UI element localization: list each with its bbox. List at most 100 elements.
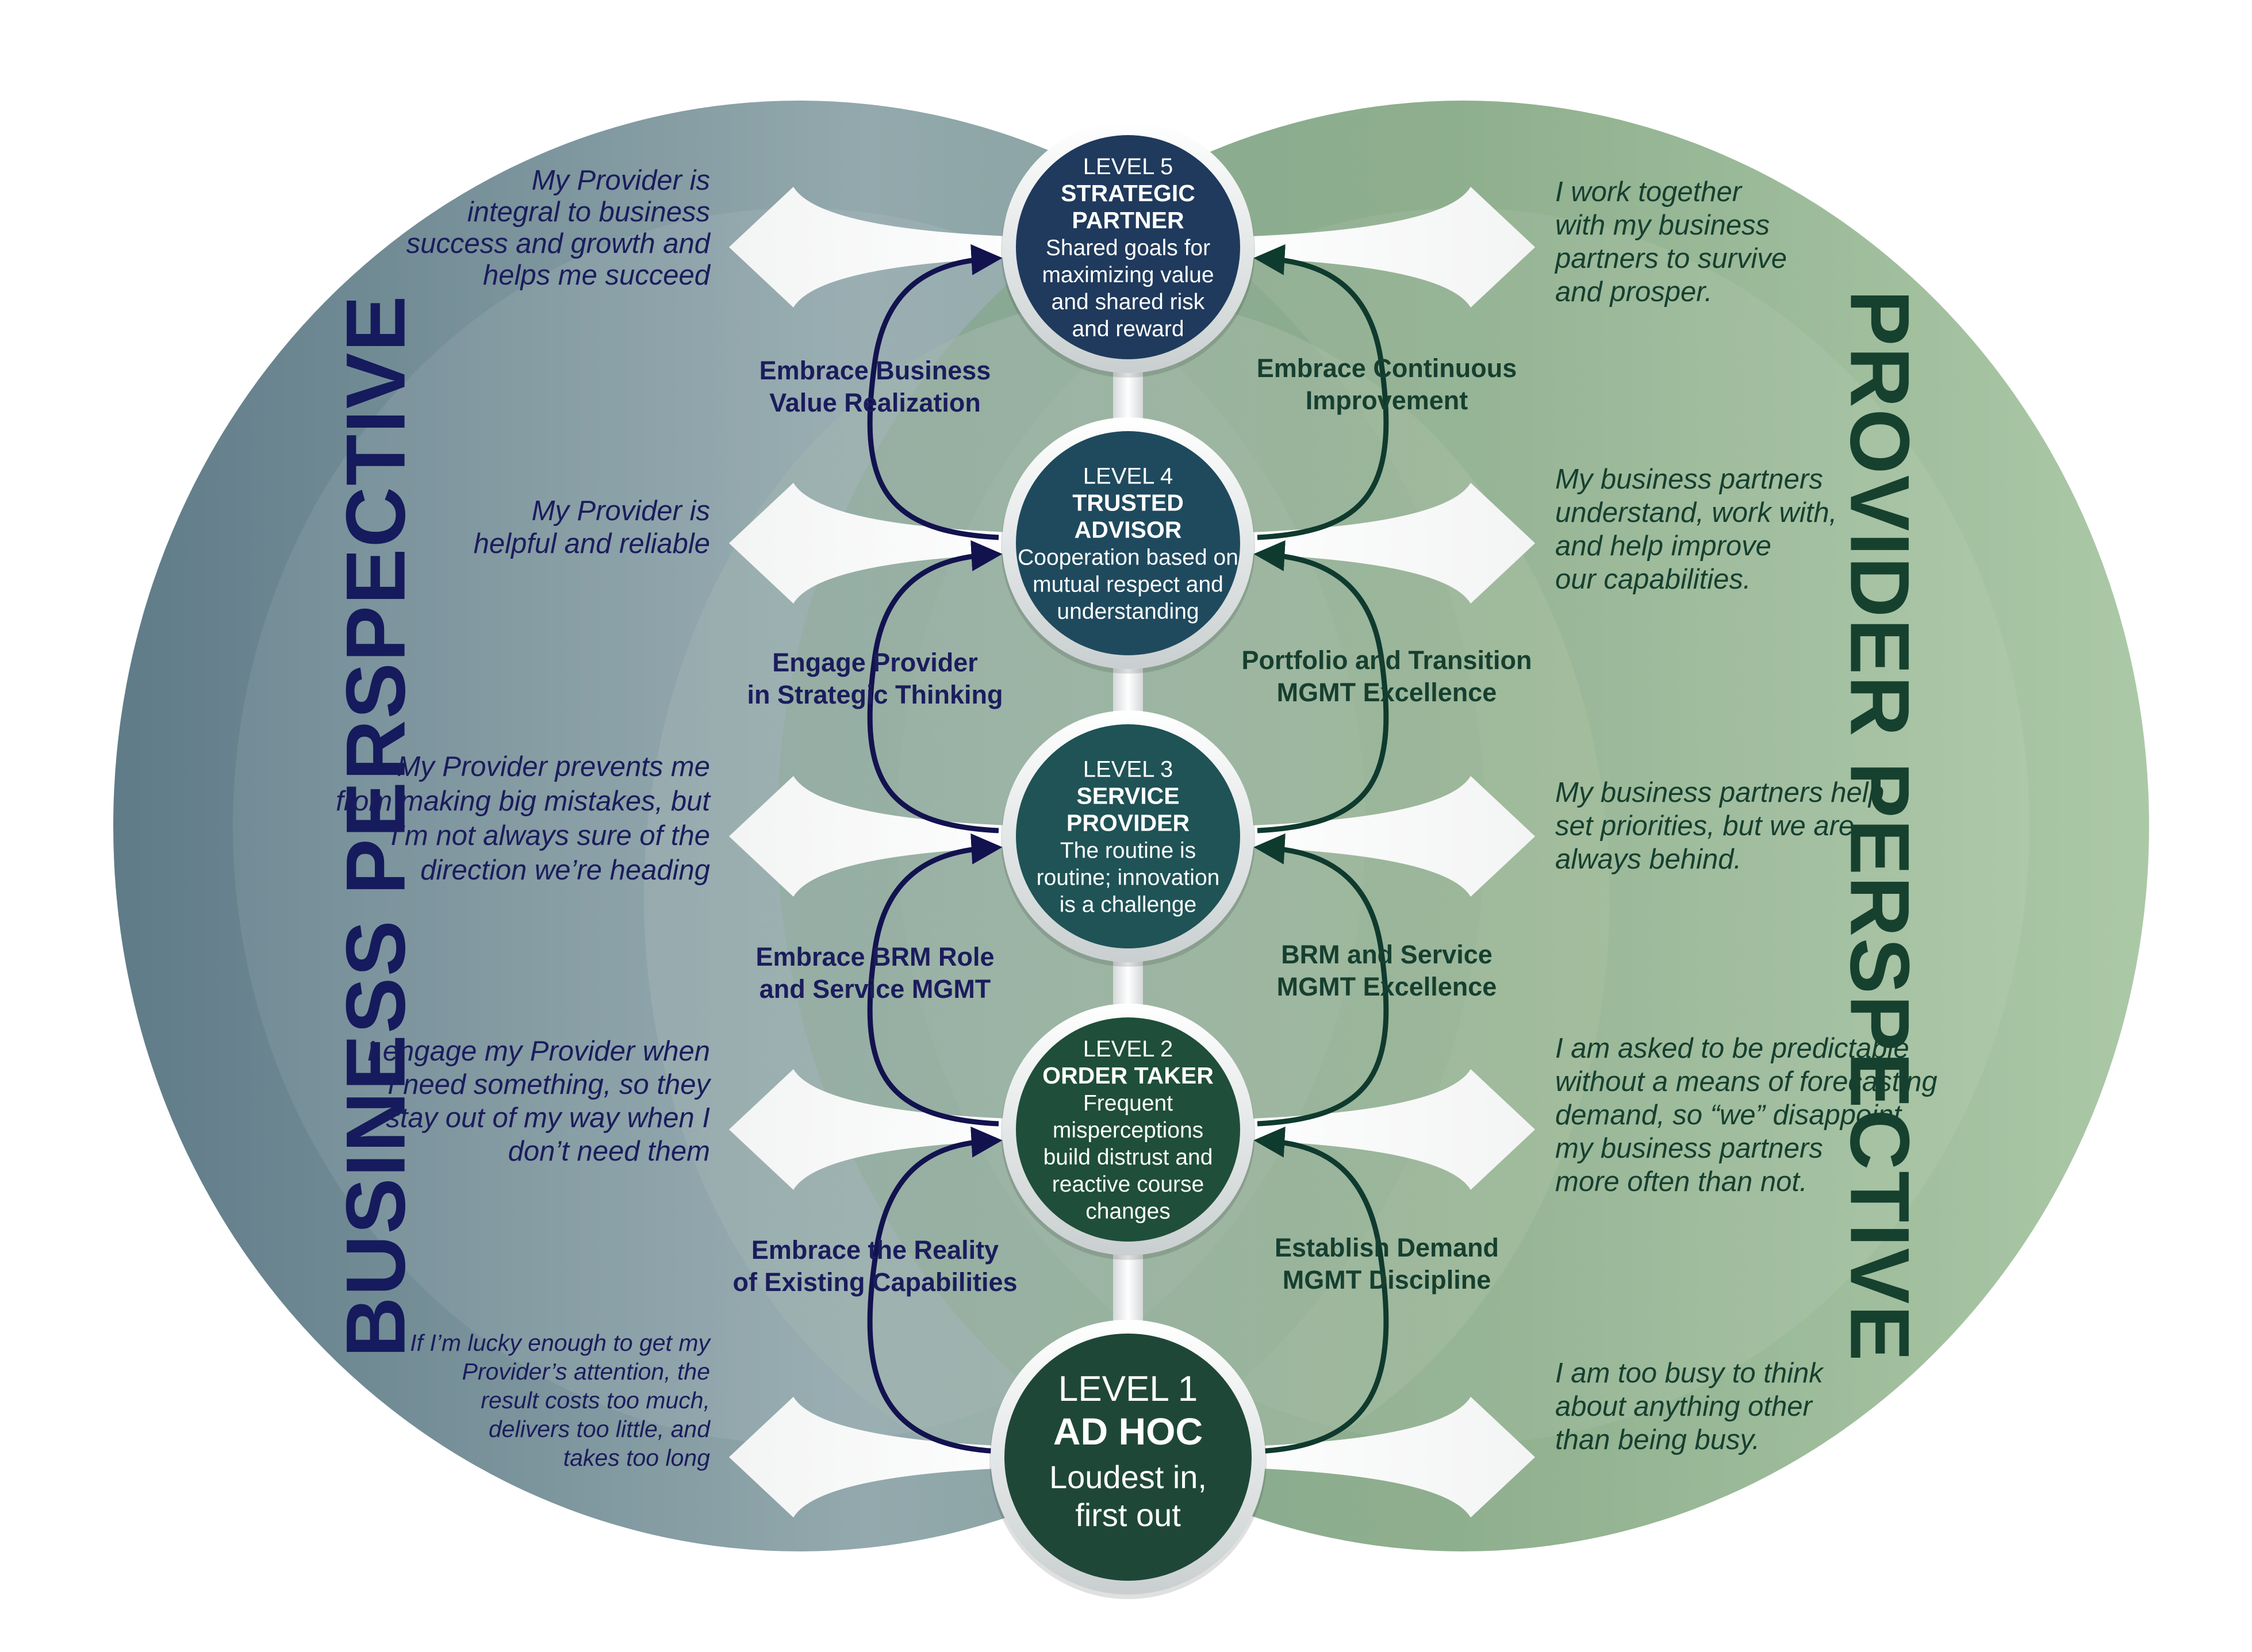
- provider-statement-line: demand, so “we” disappoint: [1555, 1100, 1902, 1131]
- business-statement-line: direction we’re heading: [420, 855, 710, 886]
- level-description: and reward: [1072, 317, 1184, 341]
- level-name: AD HOC: [1053, 1410, 1203, 1453]
- provider-statement-line: than being busy.: [1555, 1424, 1760, 1455]
- level-name: PROVIDER: [1066, 810, 1190, 836]
- provider-statement-line: more often than not.: [1555, 1166, 1808, 1197]
- business-pointer: [729, 776, 1071, 897]
- business-transition-line: Value Realization: [769, 388, 981, 417]
- provider-pointer: [1186, 1397, 1535, 1517]
- level-number: LEVEL 2: [1083, 1036, 1173, 1062]
- business-statement-line: My Provider prevents me: [397, 751, 710, 782]
- provider-statement-line: I am too busy to think: [1555, 1358, 1824, 1389]
- level-description: mutual respect and: [1033, 573, 1223, 597]
- perspective-pointers: [729, 187, 1535, 1517]
- provider-statement-line: my business partners: [1555, 1133, 1823, 1164]
- business-statement-line: don’t need them: [508, 1136, 710, 1167]
- provider-transition-line: Portfolio and Transition: [1242, 646, 1532, 675]
- business-statement-line: helps me succeed: [483, 260, 711, 291]
- provider-pointer: [1186, 1069, 1535, 1190]
- level-number: LEVEL 3: [1083, 757, 1173, 782]
- business-statement-line: I’m not always sure of the: [390, 820, 710, 851]
- level-description: and shared risk: [1052, 290, 1205, 314]
- level-disc: [1016, 1017, 1240, 1242]
- provider-transition-line: BRM and Service: [1281, 940, 1493, 969]
- level-description: Loudest in,: [1049, 1459, 1207, 1495]
- business-pointer: [729, 1397, 1071, 1517]
- provider-transition-line: Establish Demand: [1275, 1233, 1499, 1262]
- provider-transition-arrow: [1253, 833, 1389, 1127]
- business-transition-line: Embrace BRM Role: [755, 942, 994, 971]
- provider-statement-line: without a means of forecasting: [1555, 1066, 1938, 1097]
- provider-transition-line: MGMT Discipline: [1283, 1265, 1491, 1294]
- provider-statement-line: with my business: [1555, 210, 1770, 241]
- level-description: reactive course: [1052, 1172, 1204, 1197]
- level-description: routine; innovation: [1037, 866, 1220, 890]
- level-number: LEVEL 1: [1058, 1369, 1198, 1409]
- level-name: STRATEGIC: [1061, 180, 1195, 206]
- provider-transition-line: MGMT Excellence: [1277, 678, 1497, 707]
- provider-statement-line: I am asked to be predictable: [1555, 1033, 1909, 1064]
- level-number: LEVEL 4: [1083, 464, 1173, 489]
- provider-transition-arrow: [1253, 1126, 1389, 1454]
- business-pointer: [729, 483, 1071, 604]
- provider-statement-line: always behind.: [1555, 844, 1741, 875]
- provider-statement-line: I work together: [1555, 176, 1743, 208]
- business-statement-line: I need something, so they: [388, 1069, 712, 1100]
- provider-transition-line: Improvement: [1306, 386, 1468, 415]
- business-statement-level-1: If I’m lucky enough to get myProvider’s …: [410, 1330, 711, 1471]
- level-description: maximizing value: [1042, 263, 1214, 287]
- provider-transition-arrow: [1253, 540, 1389, 833]
- provider-statement-line: about anything other: [1555, 1391, 1813, 1422]
- provider-pointer: [1186, 187, 1535, 308]
- business-statement-line: integral to business: [467, 197, 710, 228]
- level-name: PARTNER: [1072, 207, 1184, 233]
- level-description: Frequent: [1083, 1091, 1173, 1116]
- business-statement-line: helpful and reliable: [474, 528, 710, 559]
- level-disc: [1016, 135, 1240, 359]
- level-description: is a challenge: [1060, 893, 1197, 917]
- level-disc: [1016, 431, 1240, 655]
- business-statement-line: takes too long: [563, 1444, 710, 1471]
- transition-arrows: [867, 244, 1389, 1454]
- provider-statement-line: our capabilities.: [1555, 564, 1751, 595]
- business-perspective-title: BUSINESS PERSPECTIVE: [329, 294, 423, 1357]
- provider-statement-line: set priorities, but we are: [1555, 810, 1854, 842]
- level-description: first out: [1075, 1497, 1181, 1533]
- business-transition-line: Embrace the Reality: [751, 1235, 999, 1265]
- level-name: ADVISOR: [1075, 517, 1182, 543]
- business-statement-line: result costs too much,: [481, 1387, 710, 1413]
- level-description: changes: [1085, 1199, 1170, 1224]
- business-transition-line: of Existing Capabilities: [732, 1267, 1017, 1297]
- level-description: understanding: [1057, 600, 1199, 624]
- level-name: TRUSTED: [1072, 490, 1184, 516]
- business-statement-line: stay out of my way when I: [386, 1102, 710, 1134]
- business-statement-line: I engage my Provider when: [367, 1036, 711, 1067]
- level-description: The routine is: [1060, 839, 1196, 863]
- provider-transition-line: Embrace Continuous: [1257, 354, 1517, 383]
- level-badge-1: LEVEL 1AD HOC Loudest in,first out: [989, 1320, 1267, 1599]
- level-description: build distrust and: [1043, 1145, 1213, 1170]
- business-statement-line: Provider’s attention, the: [462, 1358, 710, 1385]
- business-statement-line: My Provider is: [532, 165, 710, 196]
- business-transition-arrow: [867, 833, 1003, 1127]
- provider-pointer: [1186, 776, 1535, 897]
- business-transition-arrow: [867, 1126, 1003, 1454]
- level-name: SERVICE: [1076, 783, 1179, 809]
